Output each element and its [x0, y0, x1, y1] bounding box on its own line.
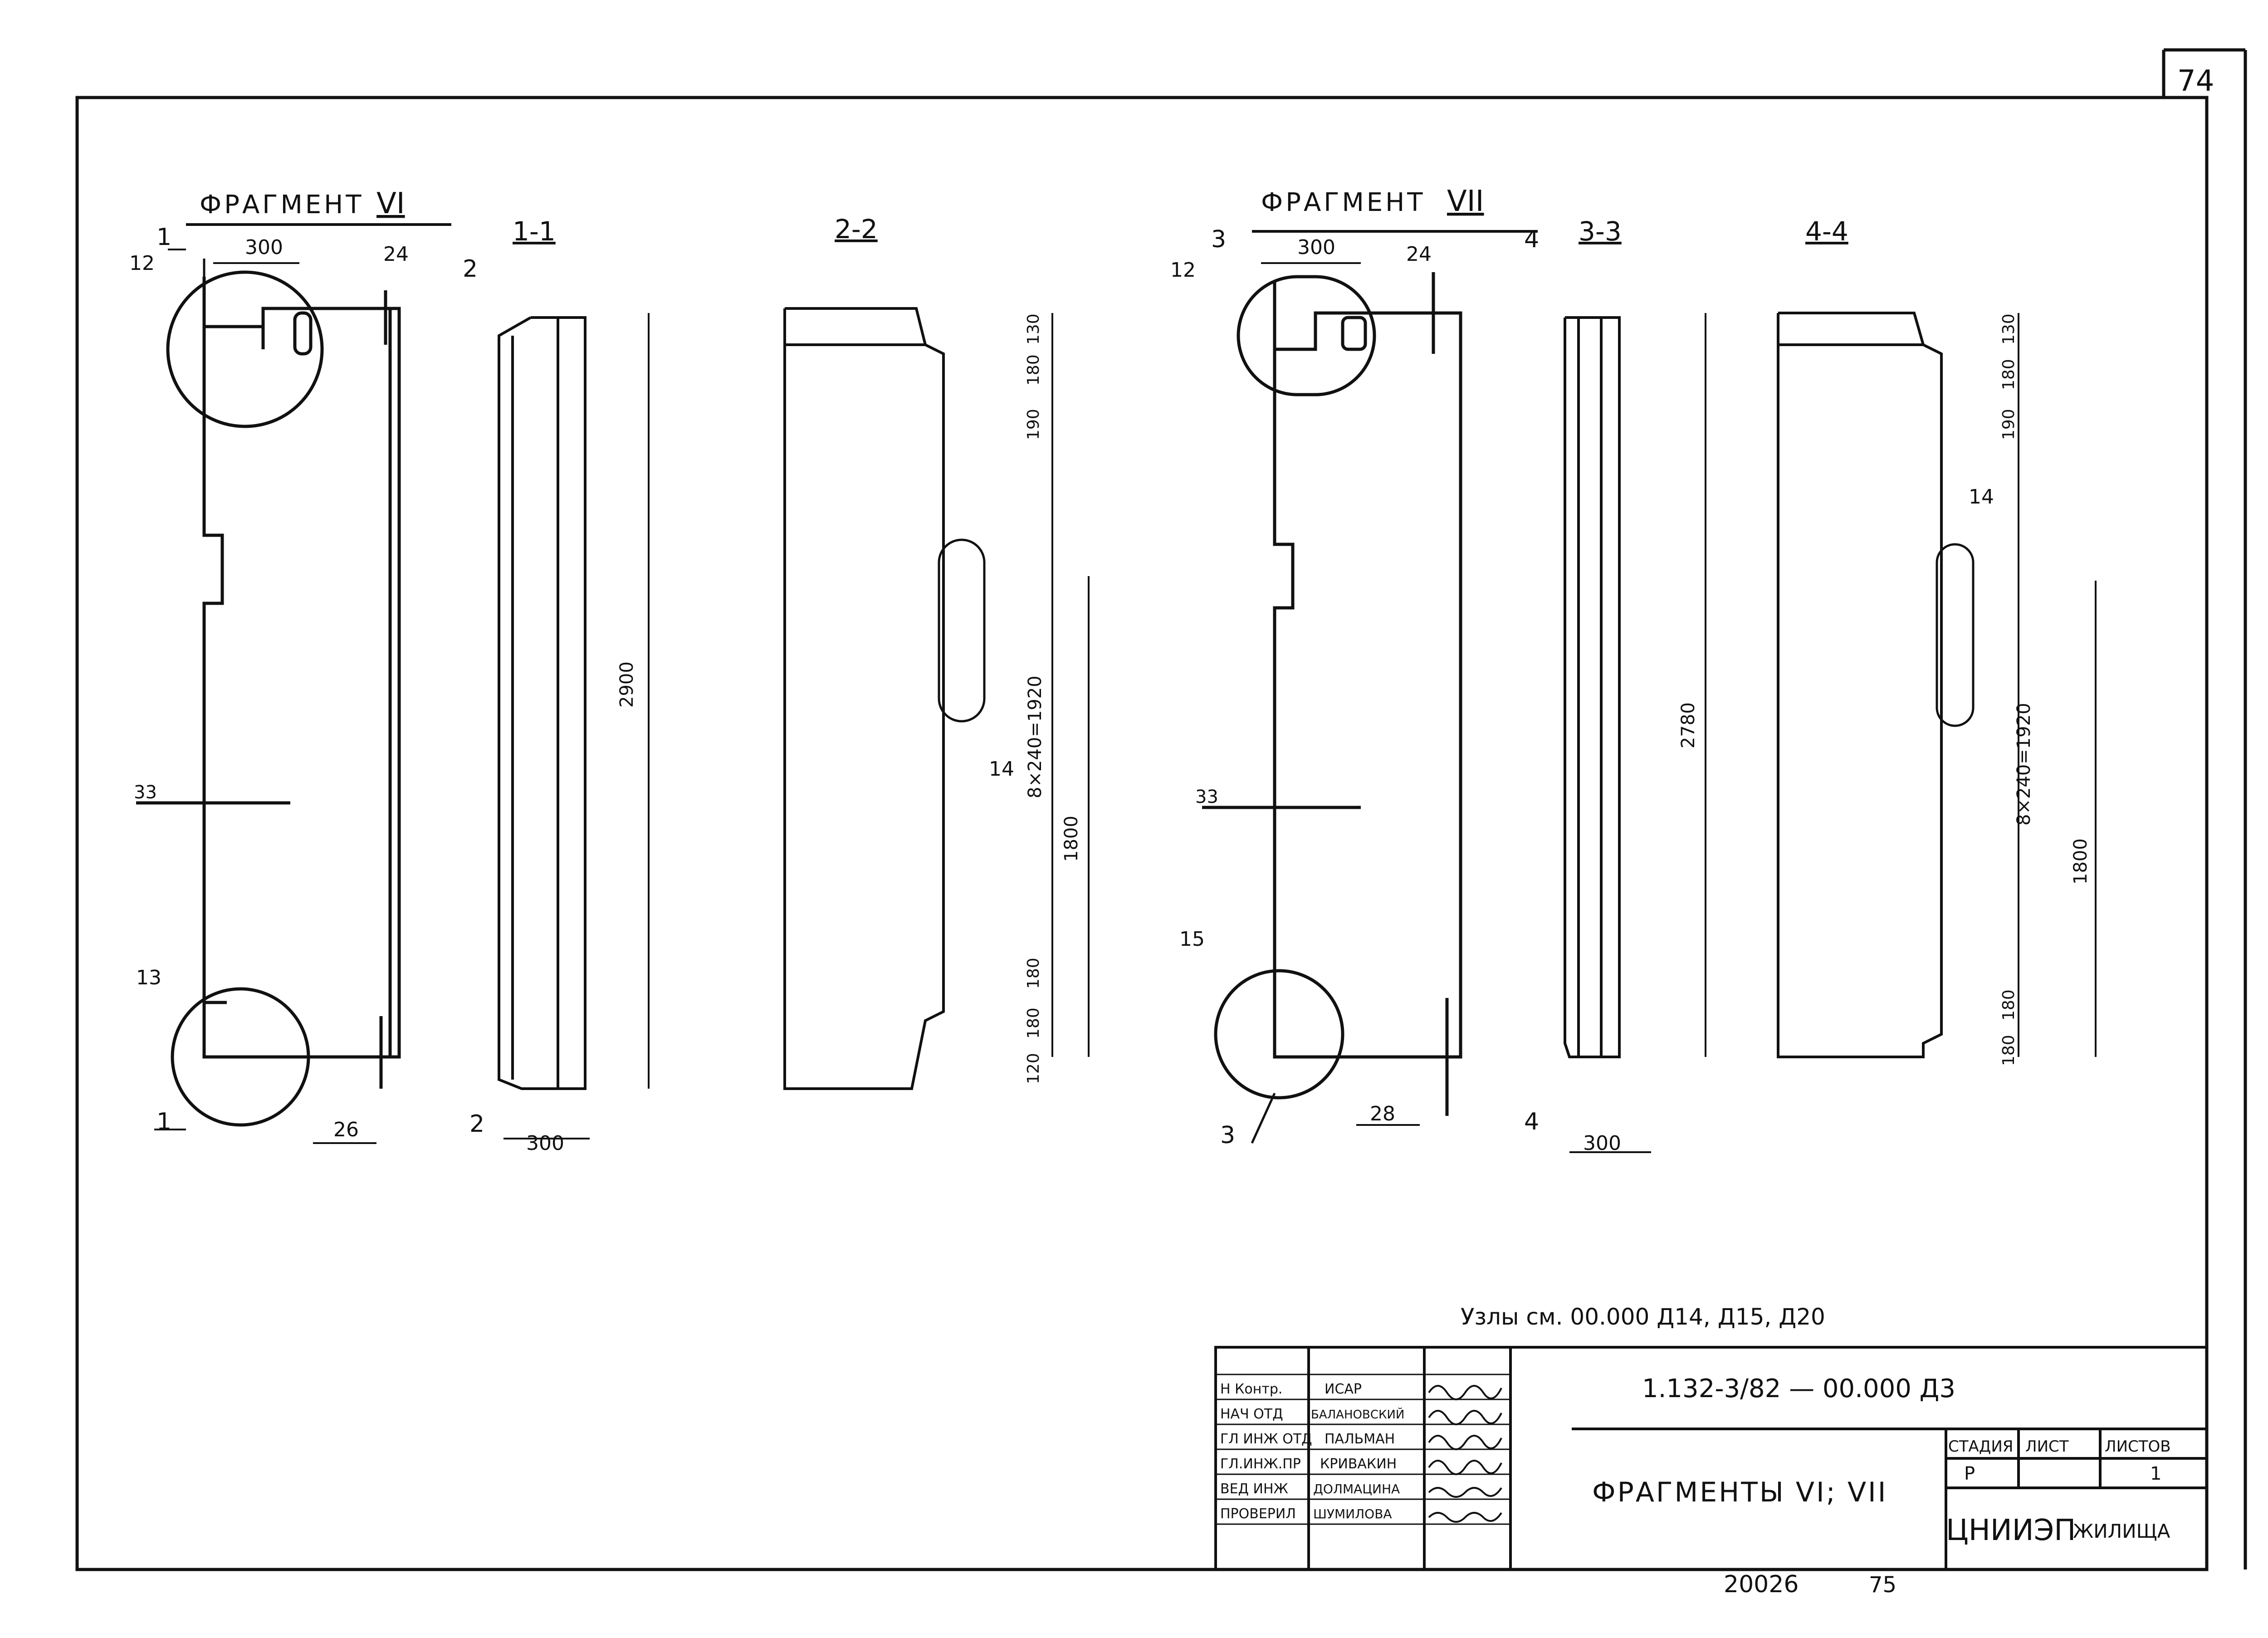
callout-15: 15 [1179, 928, 1205, 951]
cut-mark-4-bottom: 4 [1524, 1108, 1539, 1135]
section-4-4-dim-180-top: 180 [1999, 359, 2018, 390]
fragment-vii-dim-300: 300 [1297, 236, 1335, 259]
fragment-vi-dim-26: 26 [333, 1118, 359, 1141]
fragment-vi-roman: VI [376, 187, 405, 220]
title-block: Н Контр. НАЧ ОТД ГЛ ИНЖ ОТД ГЛ.ИНЖ.ПР ВЕ… [1214, 1346, 2208, 1571]
callout-13: 13 [136, 966, 161, 989]
org-suffix: ЖИЛИЩА [2073, 1520, 2170, 1542]
fragment-vii-dim-28: 28 [1370, 1102, 1395, 1125]
sheets-label: ЛИСТОВ [2105, 1438, 2171, 1456]
fragment-vii-dim-24: 24 [1406, 243, 1432, 266]
callout-14-vii: 14 [1969, 485, 1994, 509]
section-2-2-dim-180-bottom-1: 180 [1024, 958, 1043, 989]
archive-number: 20026 [1724, 1571, 1799, 1598]
fragment-vi-label: ФРАГМЕНТ [200, 190, 364, 220]
section-4-4-label: 4-4 [1805, 216, 1848, 247]
section-2-2-label: 2-2 [835, 214, 878, 244]
name-dolmatsina: ДОЛМАЦИНА [1313, 1482, 1400, 1496]
callout-12-vi: 12 [129, 252, 155, 275]
section-1-1-dim-2900: 2900 [616, 661, 637, 708]
section-2-2-step: 8×240=1920 [1025, 675, 1046, 798]
fragment-vii-title: ФРАГМЕНТ VII [1252, 185, 1538, 233]
org-name: ЦНИИЭП [1946, 1514, 2076, 1547]
cut-mark-3-top: 3 [1211, 226, 1226, 253]
section-4-4-dim-1800: 1800 [2070, 838, 2091, 885]
fragment-vii-plan [1202, 262, 1462, 1144]
fragment-vii-roman: VII [1447, 185, 1484, 218]
callout-12-vii: 12 [1170, 259, 1196, 282]
cut-mark-2-bottom: 2 [469, 1110, 484, 1138]
section-4-4-dim-180-bottom-1: 180 [1999, 989, 2018, 1021]
signatures [1428, 1385, 1502, 1523]
callout-33-vi: 33 [134, 782, 157, 803]
fragment-vi-dim-300: 300 [245, 236, 283, 259]
role-nach-otd: НАЧ ОТД [1220, 1406, 1283, 1422]
section-4-4: 4-4 8×240=1920 1800 130 180 190 180 180 … [1777, 216, 2097, 1066]
fragment-vii-label: ФРАГМЕНТ [1261, 188, 1425, 217]
role-proveril: ПРОВЕРИЛ [1220, 1506, 1296, 1522]
name-isar: ИСАР [1325, 1381, 1362, 1397]
doc-code: 1.132-3/82 — 00.000 Д3 [1642, 1374, 1955, 1403]
cut-mark-3-bottom: 3 [1220, 1122, 1235, 1149]
section-2-2-dim-180-top: 180 [1024, 354, 1043, 386]
stage-label: СТАДИЯ [1948, 1438, 2013, 1456]
name-krivakin: КРИВАКИН [1320, 1456, 1397, 1472]
name-palman: ПАЛЬМАН [1325, 1431, 1395, 1447]
section-4-4-dim-190: 190 [1999, 409, 2018, 440]
callout-33-vii: 33 [1195, 787, 1218, 807]
cut-mark-1-top: 1 [156, 224, 171, 251]
section-2-2-dim-190: 190 [1024, 409, 1043, 440]
role-gl-inzh-otd: ГЛ ИНЖ ОТД [1220, 1431, 1312, 1447]
sheets-value: 1 [2150, 1463, 2161, 1484]
fragment-vi-title: ФРАГМЕНТ VI [186, 187, 451, 226]
section-1-1: 1-1 2900 300 2 2 [463, 216, 650, 1155]
section-3-3: 3-3 2780 300 4 4 [1524, 216, 1706, 1155]
sheet-number: 74 [2177, 64, 2214, 98]
drawing-title: ФРАГМЕНТЫ VI; VII [1592, 1477, 1887, 1508]
section-3-3-label: 3-3 [1579, 216, 1622, 247]
role-gl-inzh-pr: ГЛ.ИНЖ.ПР [1220, 1456, 1301, 1472]
fragment-vi-dim-24: 24 [383, 243, 409, 266]
section-2-2-dim-180-bottom-2: 180 [1024, 1007, 1043, 1039]
section-3-3-dim-2780: 2780 [1678, 702, 1699, 748]
archive-page: 75 [1869, 1572, 1897, 1598]
section-1-1-dim-300: 300 [526, 1132, 564, 1155]
role-ved-inzh: ВЕД ИНЖ [1220, 1481, 1288, 1497]
drawing-frame [75, 48, 2247, 1571]
cut-mark-2-top: 2 [463, 255, 478, 283]
name-shumilova: ШУМИЛОВА [1313, 1506, 1392, 1521]
section-2-2-dim-130: 130 [1024, 313, 1043, 345]
section-4-4-step: 8×240=1920 [2014, 703, 2034, 826]
callout-14-vi: 14 [989, 758, 1014, 781]
nodes-note: Узлы см. 00.000 Д14, Д15, Д20 [1461, 1304, 1825, 1330]
section-1-1-label: 1-1 [513, 216, 556, 247]
role-n-kontr: Н Контр. [1220, 1381, 1282, 1397]
section-2-2-dim-120: 120 [1024, 1053, 1043, 1084]
section-4-4-dim-180-bottom-2: 180 [1999, 1035, 2018, 1066]
fragment-vi-plan [136, 249, 401, 1144]
cut-mark-1-bottom: 1 [156, 1108, 171, 1135]
section-3-3-dim-300: 300 [1583, 1132, 1621, 1155]
sheet-number-box: 74 [2177, 64, 2214, 98]
stage-value: Р [1964, 1463, 1975, 1484]
cut-mark-4-top: 4 [1524, 226, 1539, 253]
section-4-4-dim-130: 130 [1999, 313, 2018, 345]
sheet-label: ЛИСТ [2025, 1438, 2069, 1456]
name-balanovskiy: БАЛАНОВСКИЙ [1311, 1407, 1404, 1422]
section-2-2: 2-2 8×240=1920 1800 130 180 190 180 180 … [783, 214, 1090, 1090]
section-2-2-dim-1800: 1800 [1061, 816, 1082, 862]
